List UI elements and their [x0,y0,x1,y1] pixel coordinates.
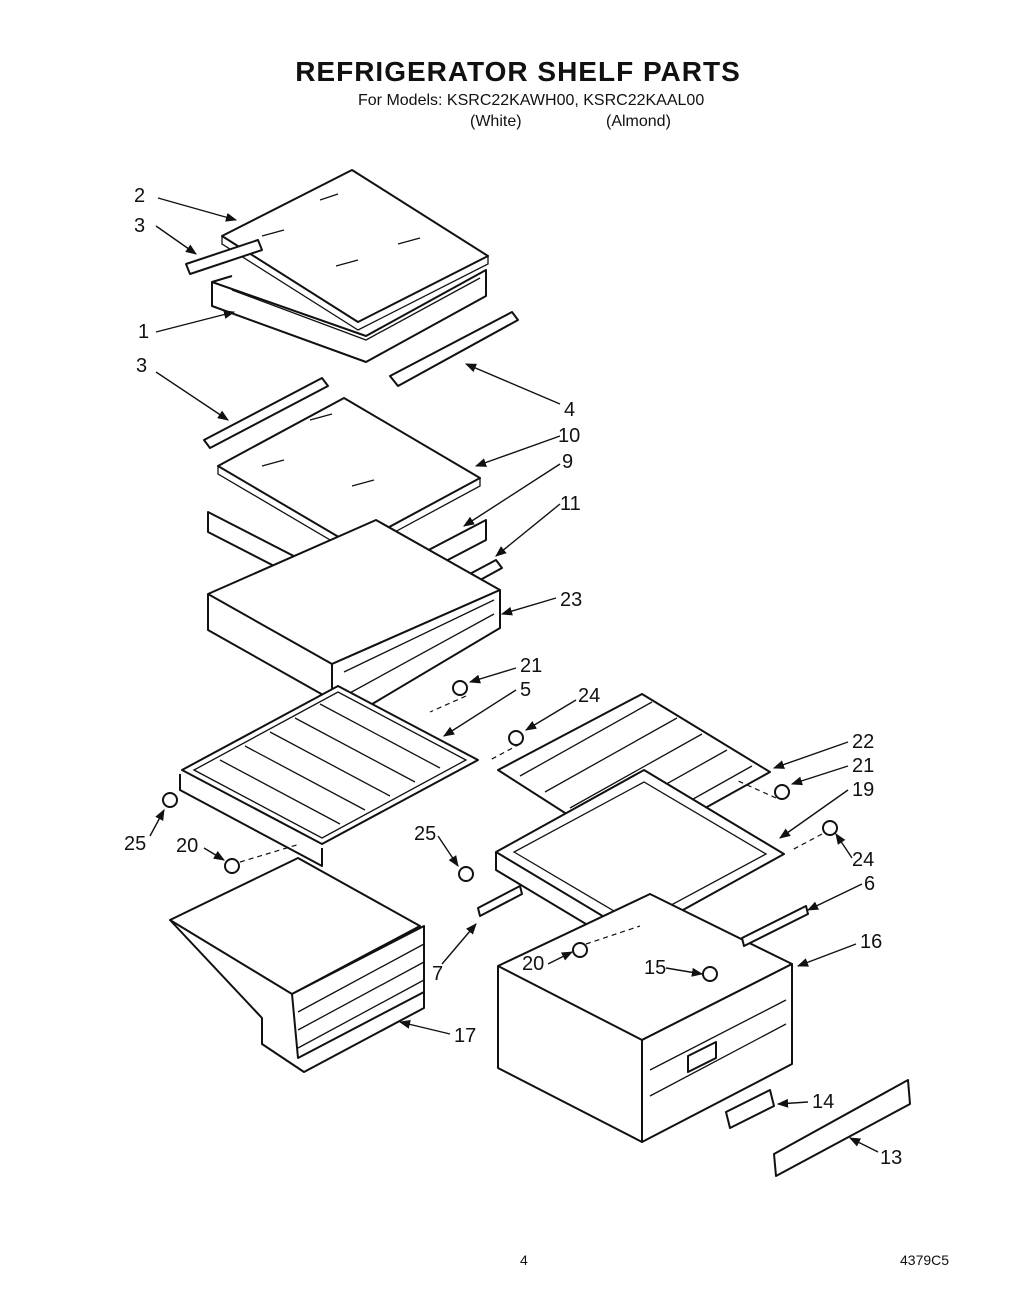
fastener-24-left [508,730,524,746]
variant-almond: (Almond) [606,113,671,130]
callout-1: 1 [138,321,150,343]
slide-rail-right [741,905,809,947]
fastener-21-upper [452,680,468,696]
callout-15: 15 [644,957,667,979]
left-glass-shelf [181,685,479,845]
callout-10: 10 [558,425,581,447]
crisper-drawer-left [169,857,425,1073]
callout-13: 13 [880,1147,903,1169]
fastener-21-right [774,784,790,800]
callout-3-second: 3 [136,355,148,377]
callout-7: 7 [432,963,444,985]
callout-24-right: 24 [852,849,875,871]
callout-11: 11 [560,493,581,515]
page-title: REFRIGERATOR SHELF PARTS [295,56,741,87]
cover-plate [773,1079,911,1177]
callout-9: 9 [562,451,574,473]
callout-24-left: 24 [578,685,601,707]
callout-16: 16 [860,931,883,953]
top-shelf-frame [211,269,487,363]
top-shelf-glass [221,169,489,331]
models-line: For Models: KSRC22KAWH00, KSRC22KAAL00 [358,92,705,109]
fastener-25-left [162,792,178,808]
fastener-20-right [572,942,588,958]
top-shelf-trim-front [389,311,519,387]
slide-rail-left [477,885,523,917]
second-shelf-trim [203,377,329,449]
callout-3-top: 3 [134,215,146,237]
document-code: 4379C5 [900,1252,950,1268]
callout-21-right: 21 [852,755,875,777]
callout-5: 5 [520,679,532,701]
crisper-drawer-right [497,893,793,1143]
callout-22: 22 [852,731,875,753]
variant-white: (White) [470,113,522,130]
fastener-24-right [822,820,838,836]
slider-control [725,1089,775,1129]
callout-17: 17 [454,1025,477,1047]
callout-2: 2 [134,185,146,207]
callout-4: 4 [564,399,576,421]
callout-20-left: 20 [176,835,199,857]
left-shelf-frame [179,774,323,867]
fastener-25-right [458,866,474,882]
callout-20-right: 20 [522,953,545,975]
callout-14: 14 [812,1091,835,1113]
page-number: 4 [520,1252,528,1268]
callout-25-left: 25 [124,833,147,855]
callout-25-right: 25 [414,823,437,845]
callout-21-upper: 21 [520,655,543,677]
fastener-20-left [224,858,240,874]
callout-23: 23 [560,589,583,611]
callout-19: 19 [852,779,875,801]
crisper-pan-upper [207,519,501,717]
callout-6: 6 [864,873,876,895]
top-shelf-trim-left [185,239,263,275]
fastener-15 [702,966,718,982]
